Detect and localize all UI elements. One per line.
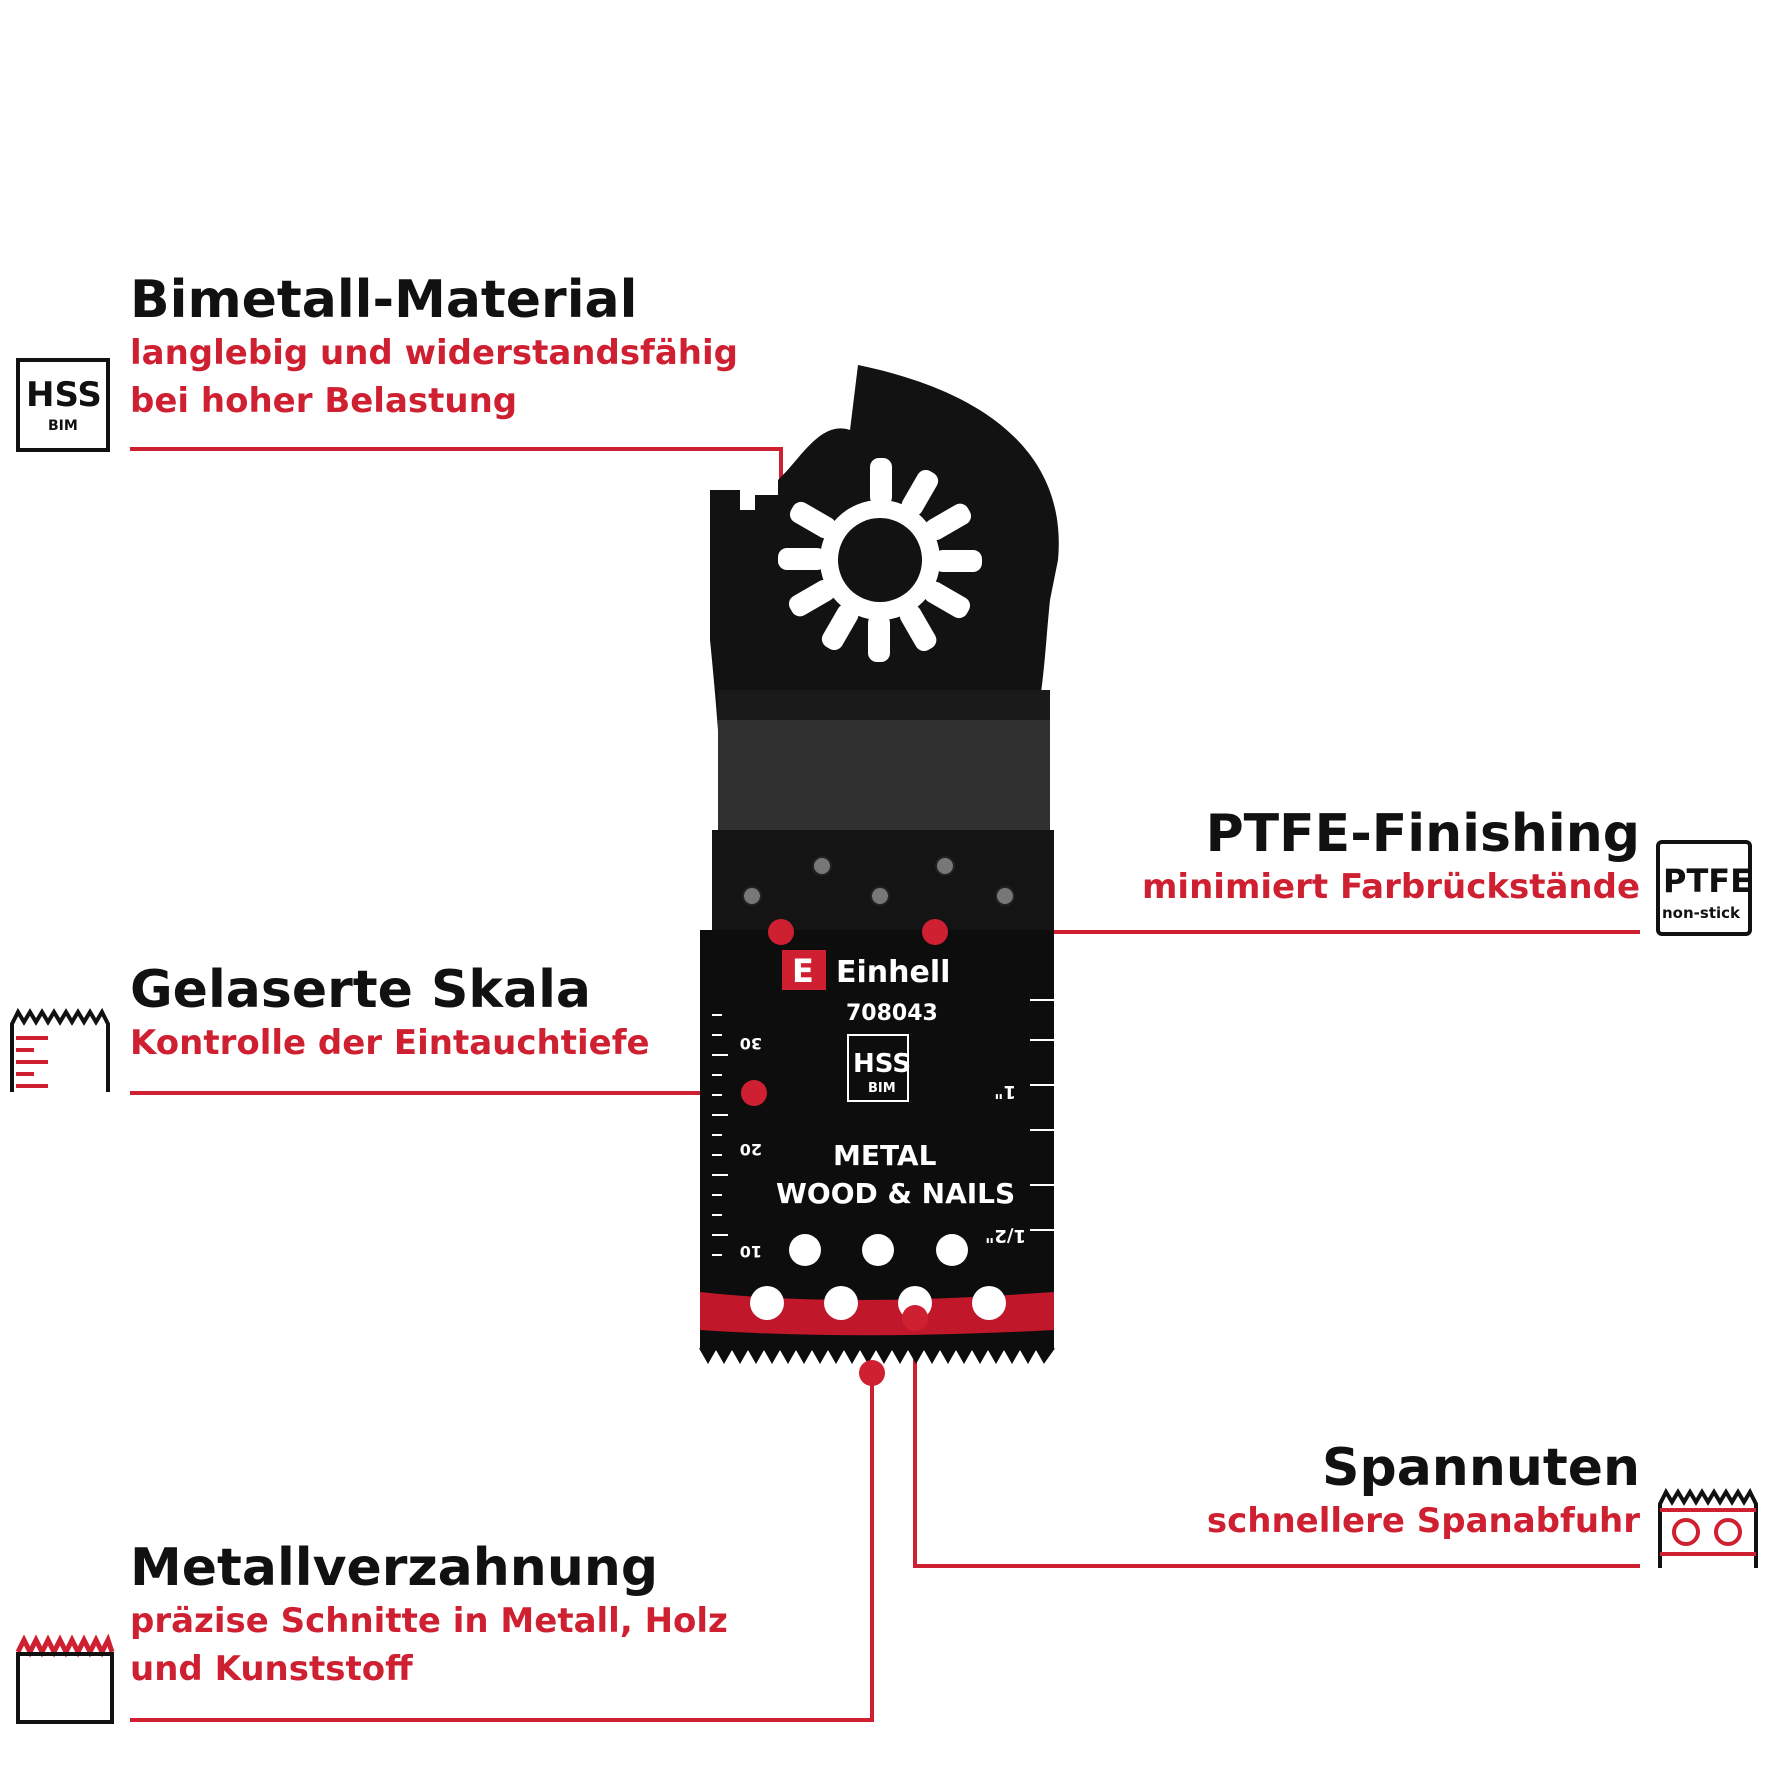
- skala-title: Gelaserte Skala: [130, 960, 591, 1020]
- bimetall-dot: [768, 919, 794, 945]
- brand-name: Einhell: [836, 955, 950, 990]
- scale-icon: [10, 1007, 110, 1092]
- feature-spannuten: Spannuten schnellere Spanabfuhr: [1206, 1438, 1640, 1545]
- verzahnung-desc-line2: und Kunststoff: [130, 1649, 413, 1690]
- brand-logo-box: [782, 950, 826, 990]
- verzahnung-title: Metallverzahnung: [130, 1538, 659, 1598]
- verzahnung-leader: [130, 1373, 874, 1722]
- blade-badge-bottom: BIM: [868, 1081, 896, 1096]
- imperial-scale: [1030, 999, 1054, 1231]
- model-number: 708043: [846, 1001, 938, 1026]
- spannuten-desc-line1: schnellere Spanabfuhr: [1206, 1501, 1640, 1542]
- material-line2: WOOD & NAILS: [776, 1177, 1015, 1210]
- brand-logo-letter: E: [792, 952, 814, 990]
- red-band: [700, 1292, 1054, 1336]
- flute-holes: [750, 1234, 1006, 1320]
- material-line1: METAL: [833, 1139, 937, 1172]
- bimetall-desc-line1: langlebig und widerstandsfähig: [130, 333, 738, 374]
- spannuten-leader: [913, 1318, 1640, 1568]
- ptfe-icon-bottom: non-stick: [1662, 904, 1741, 922]
- ptfe-desc-line1: minimiert Farbrückstände: [1142, 867, 1640, 908]
- ptfe-title: PTFE-Finishing: [1205, 804, 1640, 864]
- blade-badge: [847, 1034, 909, 1102]
- chip-flutes-icon: [1658, 1487, 1758, 1568]
- scale-label-20: 20: [740, 1140, 762, 1159]
- feature-bimetall: Bimetall-Material langlebig und widersta…: [130, 270, 738, 425]
- hss-bim-icon: HSS BIM: [16, 358, 110, 452]
- scale-label-1in: 1": [994, 1081, 1016, 1102]
- feature-verzahnung: Metallverzahnung präzise Schnitte in Met…: [130, 1538, 728, 1693]
- scale-label-halfin: 1/2": [985, 1225, 1026, 1246]
- ptfe-icon-top: PTFE: [1663, 862, 1752, 900]
- spannuten-title: Spannuten: [1322, 1438, 1640, 1498]
- verzahnung-dot: [859, 1360, 885, 1386]
- metal-teeth-icon: [15, 1633, 115, 1724]
- blade-badge-top: HSS: [853, 1049, 911, 1079]
- scale-label-10: 10: [740, 1242, 762, 1261]
- metric-scale: [712, 1014, 728, 1256]
- ptfe-non-stick-icon: PTFE non-stick: [1656, 840, 1752, 936]
- hss-icon-bottom: BIM: [48, 418, 78, 434]
- feature-ptfe: PTFE-Finishing minimiert Farbrückstände: [1142, 804, 1640, 911]
- skala-dot: [741, 1080, 767, 1106]
- ptfe-dot: [922, 919, 948, 945]
- bimetall-title: Bimetall-Material: [130, 270, 638, 330]
- rivet-plate: [712, 830, 1054, 930]
- scale-label-30: 30: [740, 1034, 762, 1053]
- blade-teeth: [699, 1345, 1055, 1365]
- feature-skala: Gelaserte Skala Kontrolle der Eintauchti…: [130, 960, 650, 1067]
- bimetall-desc-line2: bei hoher Belastung: [130, 381, 518, 422]
- hss-icon-top: HSS: [26, 375, 102, 415]
- spannuten-dot: [902, 1305, 928, 1331]
- skala-desc-line1: Kontrolle der Eintauchtiefe: [130, 1023, 650, 1064]
- verzahnung-desc-line1: präzise Schnitte in Metall, Holz: [130, 1601, 728, 1642]
